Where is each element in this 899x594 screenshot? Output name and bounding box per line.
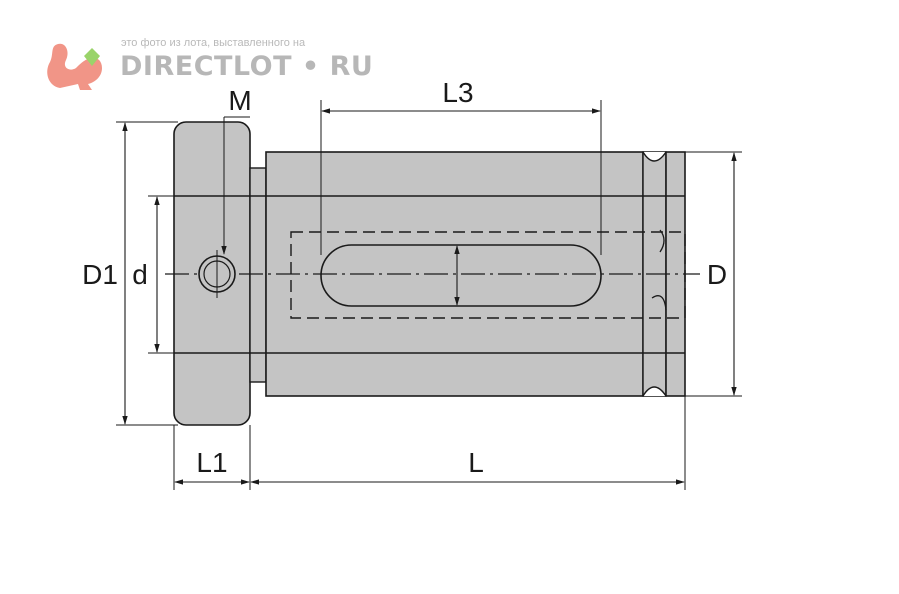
watermark-brand: DIRECTLOT • RU [120,51,374,82]
label-M: M [228,85,251,116]
hidden-slot [290,231,686,319]
neck [249,167,267,383]
label-d: d [132,259,148,290]
label-L1: L1 [196,447,227,478]
label-D1: D1 [82,259,118,290]
squirrel-logo-icon [47,43,102,90]
watermark-caption: это фото из лота, выставленного на [121,37,306,49]
label-D: D [707,259,727,290]
keyway-slot [320,244,602,307]
label-L: L [468,447,484,478]
label-L3: L3 [442,77,473,108]
